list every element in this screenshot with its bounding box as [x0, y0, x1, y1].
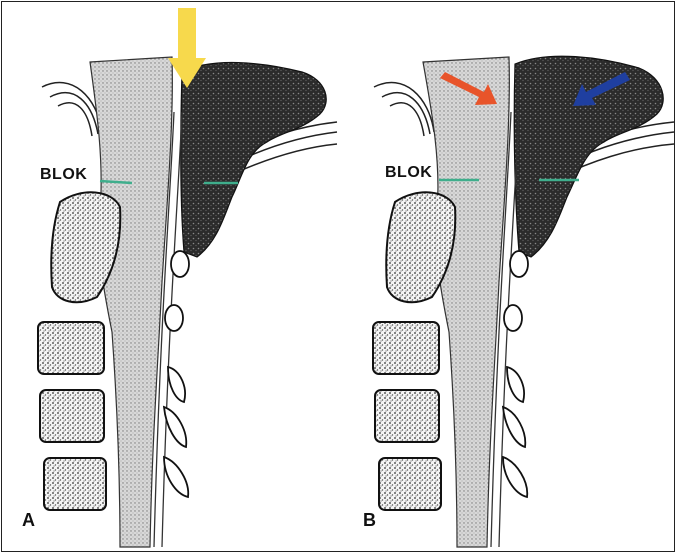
panel-a-illustration	[2, 2, 339, 551]
skull-base	[374, 83, 434, 136]
block-label-a: BLOK	[40, 166, 87, 184]
cerebellum	[181, 63, 327, 257]
cerebellum	[514, 56, 663, 257]
panel-letter-b: B	[363, 510, 376, 531]
panel-letter-a: A	[22, 510, 35, 531]
panel-b: BLOK B	[339, 2, 676, 551]
block-label-b: BLOK	[385, 164, 432, 182]
posterior-elements	[164, 251, 189, 497]
vertebral-bodies	[38, 192, 120, 510]
panel-b-illustration	[339, 2, 676, 551]
vertebral-bodies	[373, 192, 455, 510]
posterior-elements	[503, 251, 528, 497]
skull-base	[42, 83, 102, 136]
panel-a: BLOK A	[2, 2, 339, 551]
